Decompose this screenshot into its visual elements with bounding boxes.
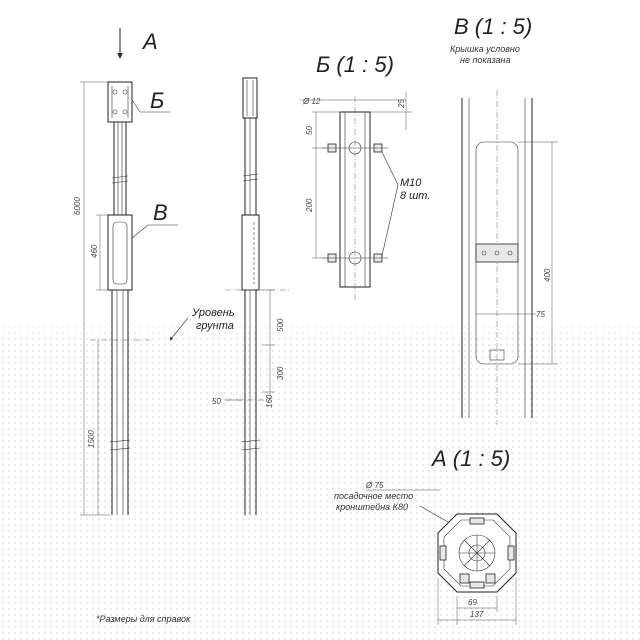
dim-50-side: 50 [212,397,221,406]
dim-a-69: 69 [468,598,477,607]
dotted-background-fade [0,325,640,333]
dim-v-75: 75 [536,310,545,319]
view-b-detail: Б (1 : 5) Ø 12 25 50 200 М10 8 шт. [300,52,430,300]
v-note-line2: не показана [460,55,511,65]
bolts-line2: 8 шт. [400,190,430,202]
dim-b-50: 50 [305,126,314,135]
dim-window-height: 460 [90,244,99,258]
view-b-title: Б (1 : 5) [316,52,394,77]
callout-v-label: В [153,200,168,225]
footnote: *Размеры для справок [96,614,191,624]
dim-500: 500 [276,318,285,332]
ground-level-note: Уровень грунта [169,307,235,341]
view-v-detail: В (1 : 5) Крышка условно не показана 400… [450,14,558,425]
view-a-arrow: А [117,28,158,59]
view-v-title: В (1 : 5) [454,14,532,39]
view-a-detail: А (1 : 5) Ø 75 посадочное место кронштей… [334,446,517,625]
left-dimensions: 6000 460 1500 [73,81,110,516]
dim-a-dia-75: Ø 75 [365,481,384,490]
v-note-line1: Крышка условно [450,44,520,54]
dim-a-137: 137 [470,610,484,619]
view-a-label: А [141,29,158,54]
callout-v: В [131,200,178,239]
view-a-title: А (1 : 5) [430,446,510,471]
dim-total-height: 6000 [73,197,82,215]
dotted-background [0,325,640,640]
callout-b-label: Б [150,88,164,113]
dim-v-400: 400 [543,268,552,282]
dim-160: 160 [265,394,274,408]
dim-b-25: 25 [397,99,406,109]
ground-line1: Уровень [191,307,235,319]
dim-300: 300 [276,366,285,380]
dim-b-200: 200 [305,198,314,213]
middle-dimensions: 500 300 160 50 [212,289,285,408]
seat-line2: кронштейна К80 [336,502,408,512]
pole-side-view [225,77,290,515]
pole-front-view [90,81,150,515]
dim-hole-dia: Ø 12 [302,97,321,106]
dim-buried-depth: 1500 [87,430,96,448]
callout-b: Б [131,88,170,113]
ground-line2: грунта [196,320,234,332]
seat-line1: посадочное место [334,491,413,501]
bolts-line1: М10 [400,177,422,189]
